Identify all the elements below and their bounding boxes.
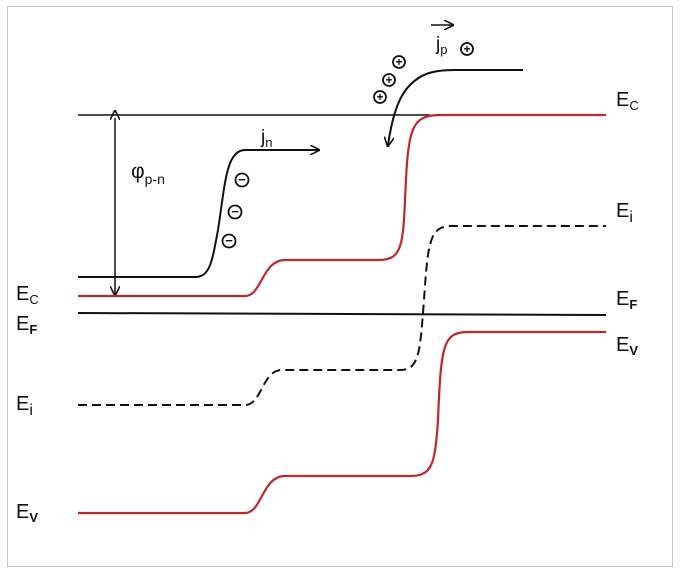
- electron-carrier: −: [234, 172, 250, 188]
- svg-text:+: +: [376, 90, 383, 104]
- right-fermi-level-label: EF: [616, 288, 637, 312]
- hole-carrier: +: [382, 73, 396, 87]
- hole-current-label: jp: [435, 34, 447, 57]
- svg-text:+: +: [463, 42, 470, 56]
- right-valence-band-label: EV: [616, 334, 638, 358]
- electron-carrier: −: [227, 204, 243, 220]
- right-conduction-band-label: EC: [616, 89, 639, 113]
- svg-text:+: +: [395, 55, 402, 69]
- left-valence-band-label: EV: [16, 501, 38, 525]
- svg-text:−: −: [238, 172, 246, 187]
- fermi-level-line: [77, 312, 607, 316]
- left-conduction-band-label: EC: [16, 283, 39, 307]
- svg-text:−: −: [231, 204, 239, 219]
- svg-text:−: −: [225, 233, 233, 248]
- hole-current-curve: [388, 69, 523, 145]
- hole-carrier: +: [460, 42, 474, 56]
- right-intrinsic-level-label: Ei: [616, 200, 633, 226]
- left-intrinsic-level-label: Ei: [16, 393, 33, 419]
- electron-current-curve: [78, 150, 318, 278]
- barrier-height-label: φp-n: [131, 160, 165, 187]
- intrinsic-level-curve: [78, 225, 606, 406]
- hole-carrier: +: [373, 90, 387, 104]
- svg-text:+: +: [385, 73, 392, 87]
- electron-current-label: jn: [260, 127, 272, 150]
- hole-carrier: +: [392, 55, 406, 69]
- valence-band-edge: [78, 330, 606, 515]
- conduction-band-edge: [78, 113, 606, 298]
- left-fermi-level-label: EF: [16, 313, 37, 337]
- electron-carrier: −: [221, 233, 237, 249]
